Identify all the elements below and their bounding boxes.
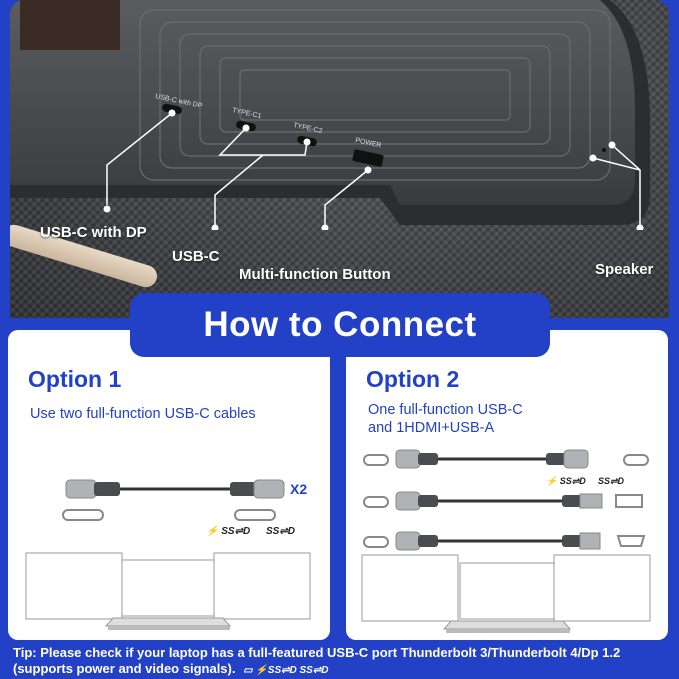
- device-image: USB-C with DP TYPE-C1 TYPE-C2 POWER: [10, 0, 650, 230]
- tip-line-2: (supports power and video signals).: [13, 661, 236, 676]
- usbc-to-usba-cable: [363, 491, 643, 511]
- thunderbolt-ss-d-icon: ⚡ SS⇌D: [546, 475, 586, 487]
- ss-d-icon: SS⇌D: [598, 476, 625, 486]
- usbc-to-hdmi-cable: [363, 531, 646, 551]
- hdmi-port-icon: [616, 535, 646, 547]
- option-1-description: Use two full-function USB-C cables: [30, 406, 256, 422]
- option-2-panel: Option 2 One full-function USB-C and 1HD…: [346, 330, 668, 640]
- product-photo: USB-C with DP TYPE-C1 TYPE-C2 POWER: [10, 0, 669, 318]
- usbc-cable: [65, 479, 285, 499]
- section-title: How to Connect: [203, 305, 477, 344]
- tri-monitor-setup: [25, 552, 311, 630]
- usbc-port-icon: [234, 509, 276, 521]
- speaker-hole: [602, 148, 606, 152]
- ss-d-icon: SS⇌D: [266, 526, 295, 537]
- option-2-title: Option 2: [366, 366, 460, 392]
- option-2-diagram: ⚡ SS⇌D SS⇌D: [361, 449, 651, 633]
- usbc-dp-port: [162, 103, 182, 115]
- tip-note: Tip: Please check if your laptop has a f…: [13, 645, 673, 679]
- thunderbolt-ss-d-icon: ⚡ SS⇌D: [206, 524, 250, 537]
- option-1-panel: Option 1 Use two full-function USB-C cab…: [8, 330, 330, 640]
- callout-multifunction-button: Multi-function Button: [239, 266, 391, 283]
- tip-line-1: Tip: Please check if your laptop has a f…: [13, 645, 621, 660]
- callout-usbc: USB-C: [172, 248, 220, 265]
- section-title-pill: How to Connect: [130, 293, 550, 357]
- usba-port-icon: [615, 494, 643, 508]
- tri-monitor-setup: [361, 554, 651, 633]
- option-2-description-line-2: and 1HDMI+USB-A: [368, 420, 495, 436]
- multiplier-label: X2: [290, 481, 307, 497]
- callout-speaker: Speaker: [595, 261, 654, 278]
- usbc-thunderbolt-icons: ▭ ⚡SS⇌D SS⇌D: [243, 665, 329, 676]
- usbc-to-usbc-cable: [363, 449, 649, 469]
- option-1-diagram: X2 ⚡ SS⇌D SS⇌D: [25, 479, 311, 630]
- callout-usbc-dp: USB-C with DP: [40, 224, 147, 241]
- usbc-port-icon: [62, 509, 104, 521]
- option-1-title: Option 1: [28, 366, 122, 392]
- option-2-description-line-1: One full-function USB-C: [368, 402, 523, 418]
- power-button: [352, 149, 384, 167]
